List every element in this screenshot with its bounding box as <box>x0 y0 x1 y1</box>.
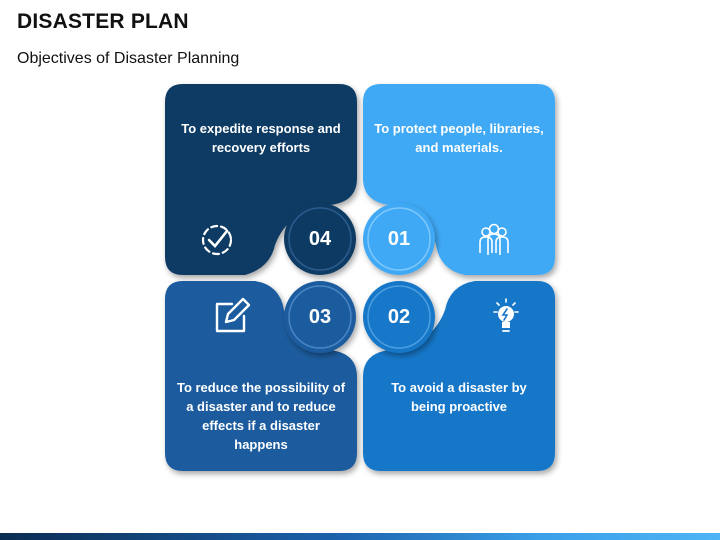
quadrant-01-text: To protect people, libraries, and materi… <box>374 121 544 155</box>
number-circle-04 <box>284 203 356 275</box>
quadrant-03-text: To reduce the possibility of a disaster … <box>176 380 346 452</box>
edit-icon <box>215 297 251 333</box>
number-03: 03 <box>308 306 332 328</box>
quadrant-01-shape <box>363 84 555 275</box>
number-04: 04 <box>308 228 332 250</box>
number-circle-03 <box>284 281 356 353</box>
page-subtitle: Objectives of Disaster Planning <box>17 50 240 67</box>
page-title: DISASTER PLAN <box>17 10 189 33</box>
people-group-icon <box>479 223 509 255</box>
check-circle-icon <box>201 224 233 256</box>
quadrant-02-shape <box>363 281 555 471</box>
quadrant-02-text: To avoid a disaster by being proactive <box>391 380 527 414</box>
number-circle-02 <box>363 281 435 353</box>
lightbulb-icon <box>493 298 519 332</box>
quadrant-03-shape <box>165 281 357 471</box>
bottom-accent-bar <box>0 533 720 540</box>
quadrant-04-text: To expedite response and recovery effort… <box>181 121 341 155</box>
number-02: 02 <box>387 306 411 328</box>
number-01: 01 <box>387 228 411 250</box>
number-circle-01 <box>363 203 435 275</box>
